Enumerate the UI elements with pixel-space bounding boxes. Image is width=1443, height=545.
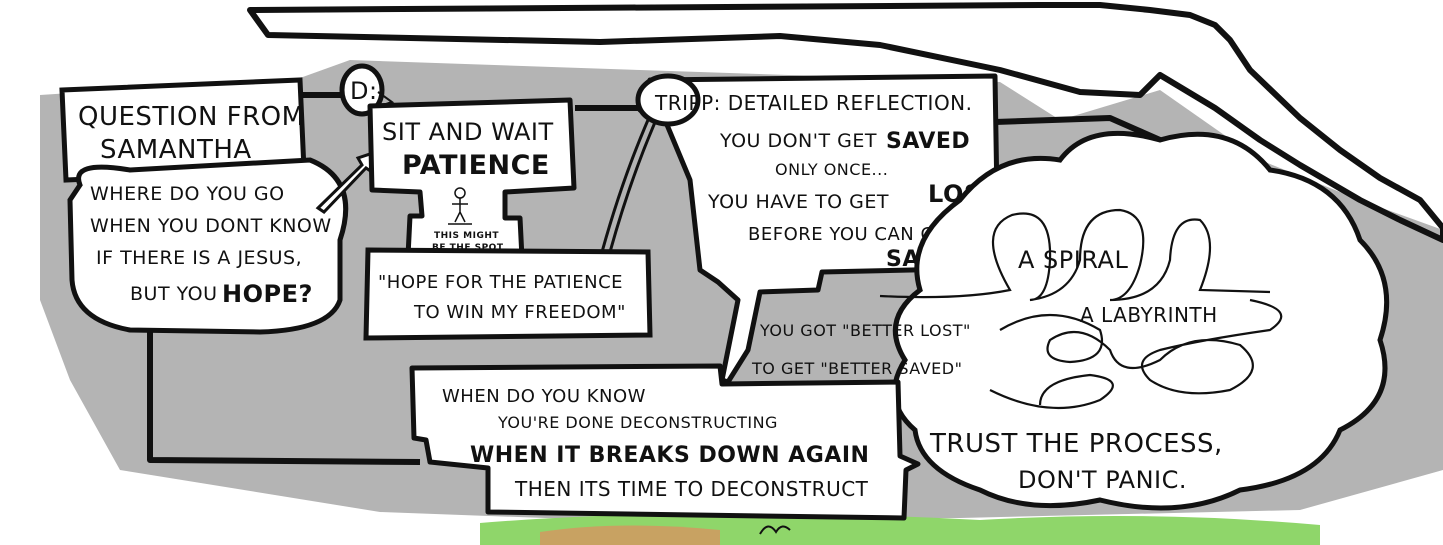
tripp-line5: BEFORE YOU CAN GET bbox=[748, 224, 959, 245]
deconstruct-line2: YOU'RE DONE DECONSTRUCTING bbox=[497, 413, 778, 432]
banner-outline bbox=[147, 2, 1443, 465]
hope-quote-line2: TO WIN MY FREEDOM" bbox=[413, 302, 626, 323]
question-line1: QUESTION FROM bbox=[78, 102, 305, 132]
spot-line2: BE THE SPOT bbox=[432, 243, 504, 253]
d-node: D: bbox=[339, 63, 395, 117]
grass-strip bbox=[480, 513, 1320, 545]
hope-line3: IF THERE IS A JESUS, bbox=[96, 247, 302, 269]
tripp-line4a: YOU HAVE TO GET bbox=[707, 191, 889, 213]
labyrinth-icon bbox=[989, 298, 1283, 410]
deconstruct-line3: WHEN IT BREAKS DOWN AGAIN bbox=[470, 443, 869, 468]
tripp-line1: TRIPP: DETAILED REFLECTION. bbox=[654, 91, 973, 115]
hope-line4: BUT YOU bbox=[130, 283, 218, 305]
hope-quote-box: "HOPE FOR THE PATIENCE TO WIN MY FREEDOM… bbox=[363, 247, 653, 341]
better-line2: TO GET "BETTER SAVED" bbox=[751, 359, 962, 378]
hope-quote-line1: "HOPE FOR THE PATIENCE bbox=[378, 272, 623, 293]
hope-bubble: WHERE DO YOU GO WHEN YOU DONT KNOW IF TH… bbox=[67, 157, 349, 335]
question-box: QUESTION FROM SAMANTHA bbox=[59, 77, 307, 183]
deconstruct-box: WHEN DO YOU KNOW YOU'RE DONE DECONSTRUCT… bbox=[409, 363, 921, 521]
figure-icon bbox=[448, 187, 472, 225]
labyrinth-label: A LABYRINTH bbox=[1080, 303, 1218, 327]
spiral-icon bbox=[879, 208, 1271, 302]
patience-line1: SIT AND WAIT bbox=[382, 118, 554, 146]
patience-line2: PATIENCE bbox=[402, 150, 550, 181]
hope-line2: WHEN YOU DONT KNOW bbox=[90, 215, 332, 237]
deconstruct-line4: THEN ITS TIME TO DECONSTRUCT bbox=[514, 477, 869, 501]
d-label: D: bbox=[350, 77, 378, 105]
deconstruct-line1: WHEN DO YOU KNOW bbox=[442, 386, 646, 407]
tripp-line3: ONLY ONCE... bbox=[775, 160, 888, 179]
better-line1: YOU GOT "BETTER LOST" bbox=[759, 321, 971, 340]
question-line2: SAMANTHA bbox=[100, 135, 252, 165]
tripp-line2b: SAVED bbox=[886, 129, 970, 154]
hope-emph: HOPE? bbox=[222, 280, 313, 308]
trust-line2: DON'T PANIC. bbox=[1018, 466, 1187, 494]
hope-line1: WHERE DO YOU GO bbox=[90, 183, 285, 205]
tripp-line2a: YOU DON'T GET bbox=[719, 130, 877, 152]
spiral-label: A SPIRAL bbox=[1018, 246, 1128, 274]
signature-mark bbox=[759, 525, 791, 535]
spot-line1: THIS MIGHT bbox=[434, 231, 499, 241]
trust-line1: TRUST THE PROCESS, bbox=[929, 429, 1223, 459]
